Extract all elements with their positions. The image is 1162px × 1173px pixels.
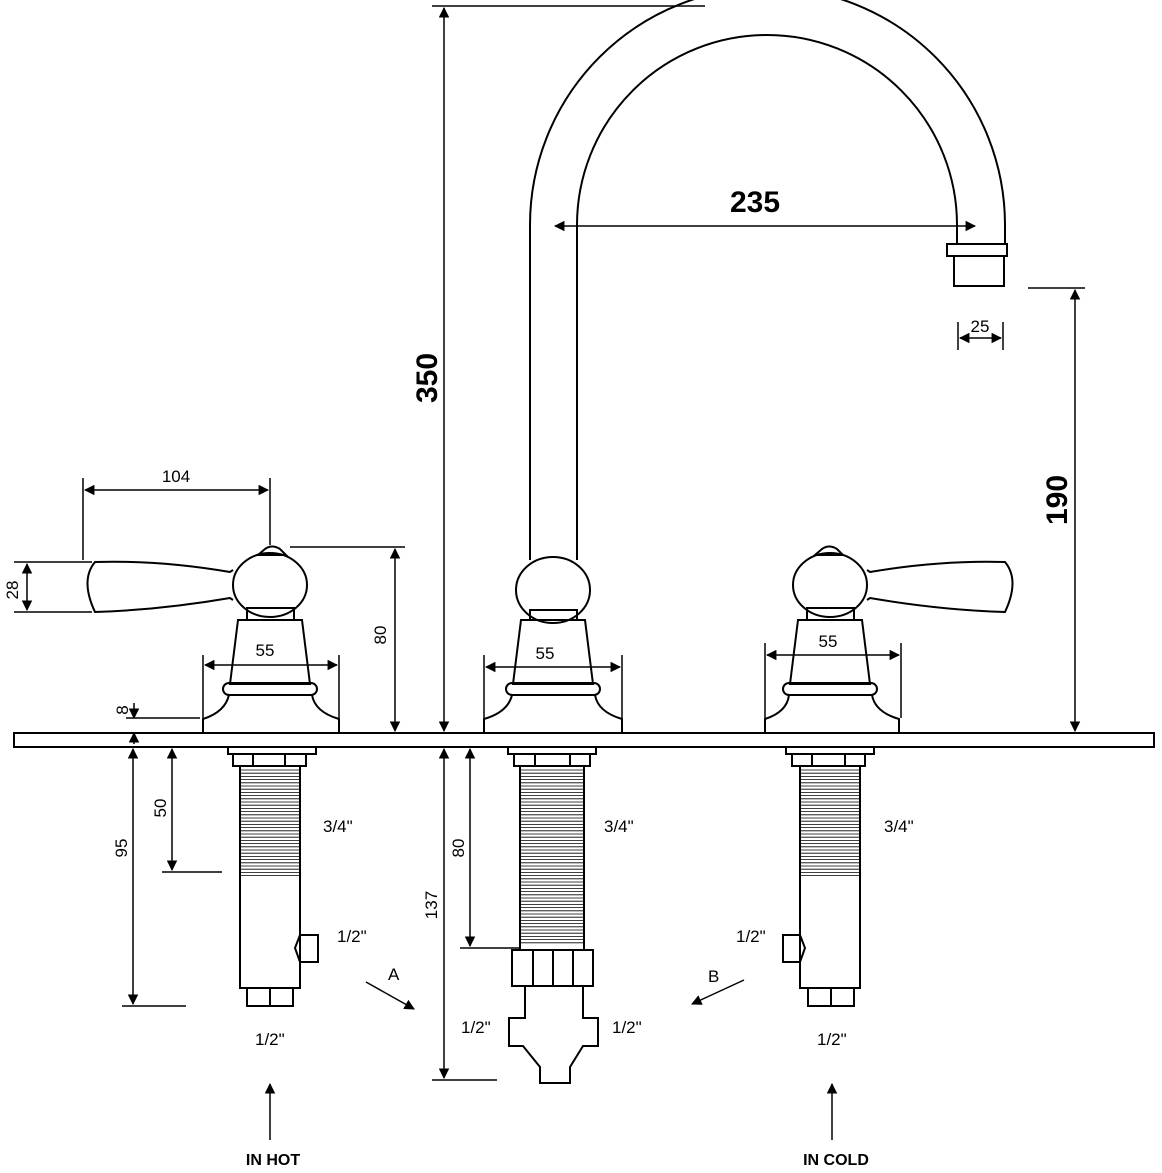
label-thread-left: 3/4": [323, 817, 353, 836]
hot-valve-handle: [86, 545, 340, 734]
marker-a-label: A: [388, 965, 400, 984]
dim-lever-length-value: 104: [162, 467, 190, 486]
inlet-hot: IN HOT: [246, 1082, 300, 1169]
deck-plate: [13, 732, 1155, 748]
dim-base-right-value: 55: [819, 632, 838, 651]
dim-deck-thickness-value: 8: [113, 705, 132, 714]
dim-shank-length-value: 95: [112, 839, 131, 858]
dim-handle-height: 80: [290, 546, 405, 733]
dim-base-right: 55: [764, 632, 902, 718]
dim-shank-length: 95: [112, 747, 186, 1007]
dim-lever-length: 104: [82, 467, 271, 560]
dim-thread-center: 80: [449, 747, 520, 949]
dim-lever-height: 28: [3, 561, 92, 613]
dim-handle-height-value: 80: [371, 626, 390, 645]
dim-thread-center-value: 80: [449, 839, 468, 858]
label-center-outlet-left: 1/2": [461, 1018, 491, 1037]
hot-shank: [227, 746, 319, 1007]
label-side-outlet-left: 1/2": [337, 927, 367, 946]
dim-center-depth-value: 137: [422, 891, 441, 919]
inlet-cold-label: IN COLD: [803, 1152, 869, 1169]
dim-outlet: 25: [957, 317, 1004, 350]
inlet-hot-label: IN HOT: [246, 1152, 300, 1169]
dim-outlet-value: 25: [971, 317, 990, 336]
dim-base-center: 55: [483, 644, 623, 718]
dim-base-left: 55: [202, 641, 340, 718]
dim-total-height-value: 350: [411, 353, 444, 403]
hot-shank-thread: [240, 769, 300, 876]
dim-spout-reach-value: 235: [730, 186, 780, 219]
dim-thread-left: 50: [151, 747, 222, 873]
dim-center-depth: 137: [422, 747, 497, 1081]
label-center-outlet-right: 1/2": [612, 1018, 642, 1037]
dim-spout-reach: 235: [553, 186, 977, 232]
dim-spout-height-value: 190: [1041, 475, 1074, 525]
cold-shank: [782, 746, 875, 1007]
label-bottom-left: 1/2": [255, 1030, 285, 1049]
spout-shank-thread: [520, 769, 584, 944]
marker-b: B: [691, 967, 745, 1005]
label-thread-center: 3/4": [604, 817, 634, 836]
dim-thread-left-value: 50: [151, 799, 170, 818]
dim-deck-thickness: 8: [113, 703, 200, 744]
spout-shank: [507, 746, 599, 1084]
dim-total-height: 350: [411, 5, 705, 733]
dim-spout-height: 190: [1028, 287, 1085, 733]
label-thread-right: 3/4": [884, 817, 914, 836]
dim-base-left-value: 55: [256, 641, 275, 660]
marker-a: A: [365, 965, 415, 1010]
dim-base-center-value: 55: [536, 644, 555, 663]
cold-valve-handle: [764, 545, 1014, 734]
dim-lever-height-value: 28: [3, 581, 22, 600]
label-side-outlet-right: 1/2": [736, 927, 766, 946]
marker-b-label: B: [708, 967, 719, 986]
spout-base: [483, 556, 623, 734]
label-bottom-right: 1/2": [817, 1030, 847, 1049]
cold-shank-thread: [800, 769, 860, 876]
spout: [529, 0, 1008, 560]
inlet-cold: IN COLD: [803, 1082, 869, 1169]
